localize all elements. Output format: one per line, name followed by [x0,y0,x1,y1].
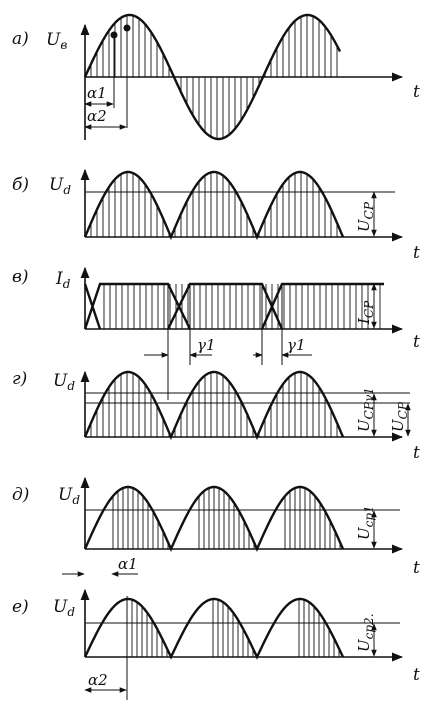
average-label-b: U [389,418,407,432]
time-label: t [413,443,420,463]
current-curve [83,282,384,330]
svg-text:UСРγ1: UСРγ1 [355,387,376,432]
axis-symbol: U [58,485,73,505]
rectified-voltage-curve-f [83,597,345,660]
time-label: t [413,665,420,685]
rectified-voltage-curve-e [83,485,345,553]
average-subscript: ср1 [362,505,376,527]
average-label: U [355,638,373,652]
panel-letter: в) [12,267,29,287]
svg-text:Uв: Uв [46,30,67,52]
average-label: U [355,526,373,540]
alpha1-label: α1 [87,84,107,102]
axis-subscript: d [63,277,71,291]
axis-subscript: d [67,605,75,619]
svg-text:UСР: UСР [389,401,410,432]
panel-letter: д) [12,485,29,505]
alpha-label: α1 [118,555,138,573]
axis-subscript: d [72,493,80,507]
axis-subscript: d [63,183,71,197]
panel-a: а) Uв t α1 α2 [12,13,420,141]
rectified-voltage-curve-b [83,170,345,241]
time-label: t [413,243,420,263]
time-label: t [413,558,420,578]
average-label: I [355,317,373,325]
svg-text:UСР: UСР [355,201,376,232]
hatch-c [103,284,381,329]
svg-text:Ud: Ud [53,597,75,619]
axis-symbol: U [53,371,68,391]
hatch-f [126,599,340,657]
time-label: t [413,82,420,102]
gamma2-label: γ1 [287,336,306,354]
panel-c: в) Id t IСР γ1 γ1 [12,266,420,400]
svg-text:Ud: Ud [58,485,80,507]
input-voltage-curve [83,13,342,141]
alpha2-label: α2 [87,107,107,125]
svg-text:Uср2.: Uср2. [355,613,376,652]
hatch-b [90,172,338,237]
panel-letter: е) [12,597,29,617]
axis-symbol: U [46,30,61,50]
rectified-voltage-curve-d [83,370,345,441]
panel-letter: а) [12,29,29,49]
alpha-label: α2 [88,671,108,689]
svg-text:Uср1: Uср1 [355,505,376,540]
panel-e: д) Ud t Uср1 α1 [12,476,420,578]
svg-text:Ud: Ud [49,175,71,197]
axis-symbol: U [53,597,68,617]
svg-text:Id: Id [55,269,71,291]
svg-text:IСР: IСР [355,300,376,325]
hatch-a [90,15,338,139]
svg-text:Ud: Ud [53,371,75,393]
panel-letter: б) [12,175,29,195]
panel-b: б) Ud t UСР [12,168,420,263]
average-label-a: U [355,418,373,432]
panel-d: г) Ud t UСРγ1 UСР [12,369,420,463]
gamma1-label: γ1 [197,336,216,354]
average-subscript: СР [362,300,376,318]
average-label: U [355,218,373,232]
hatch-d [90,372,338,437]
axis-symbol: I [55,269,63,289]
panel-f: е) Ud t Uср2. α2 [12,588,420,700]
time-label: t [413,332,420,352]
hatch-e [112,487,341,549]
average-subscript: СР [362,201,376,219]
axis-symbol: U [49,175,64,195]
average-subscript: ср2. [362,613,376,639]
panel-letter: г) [12,369,27,389]
axis-subscript: d [67,379,75,393]
axis-subscript: в [60,38,67,52]
average-subscript-a: СРγ1 [362,387,376,419]
average-subscript-b: СР [396,401,410,419]
